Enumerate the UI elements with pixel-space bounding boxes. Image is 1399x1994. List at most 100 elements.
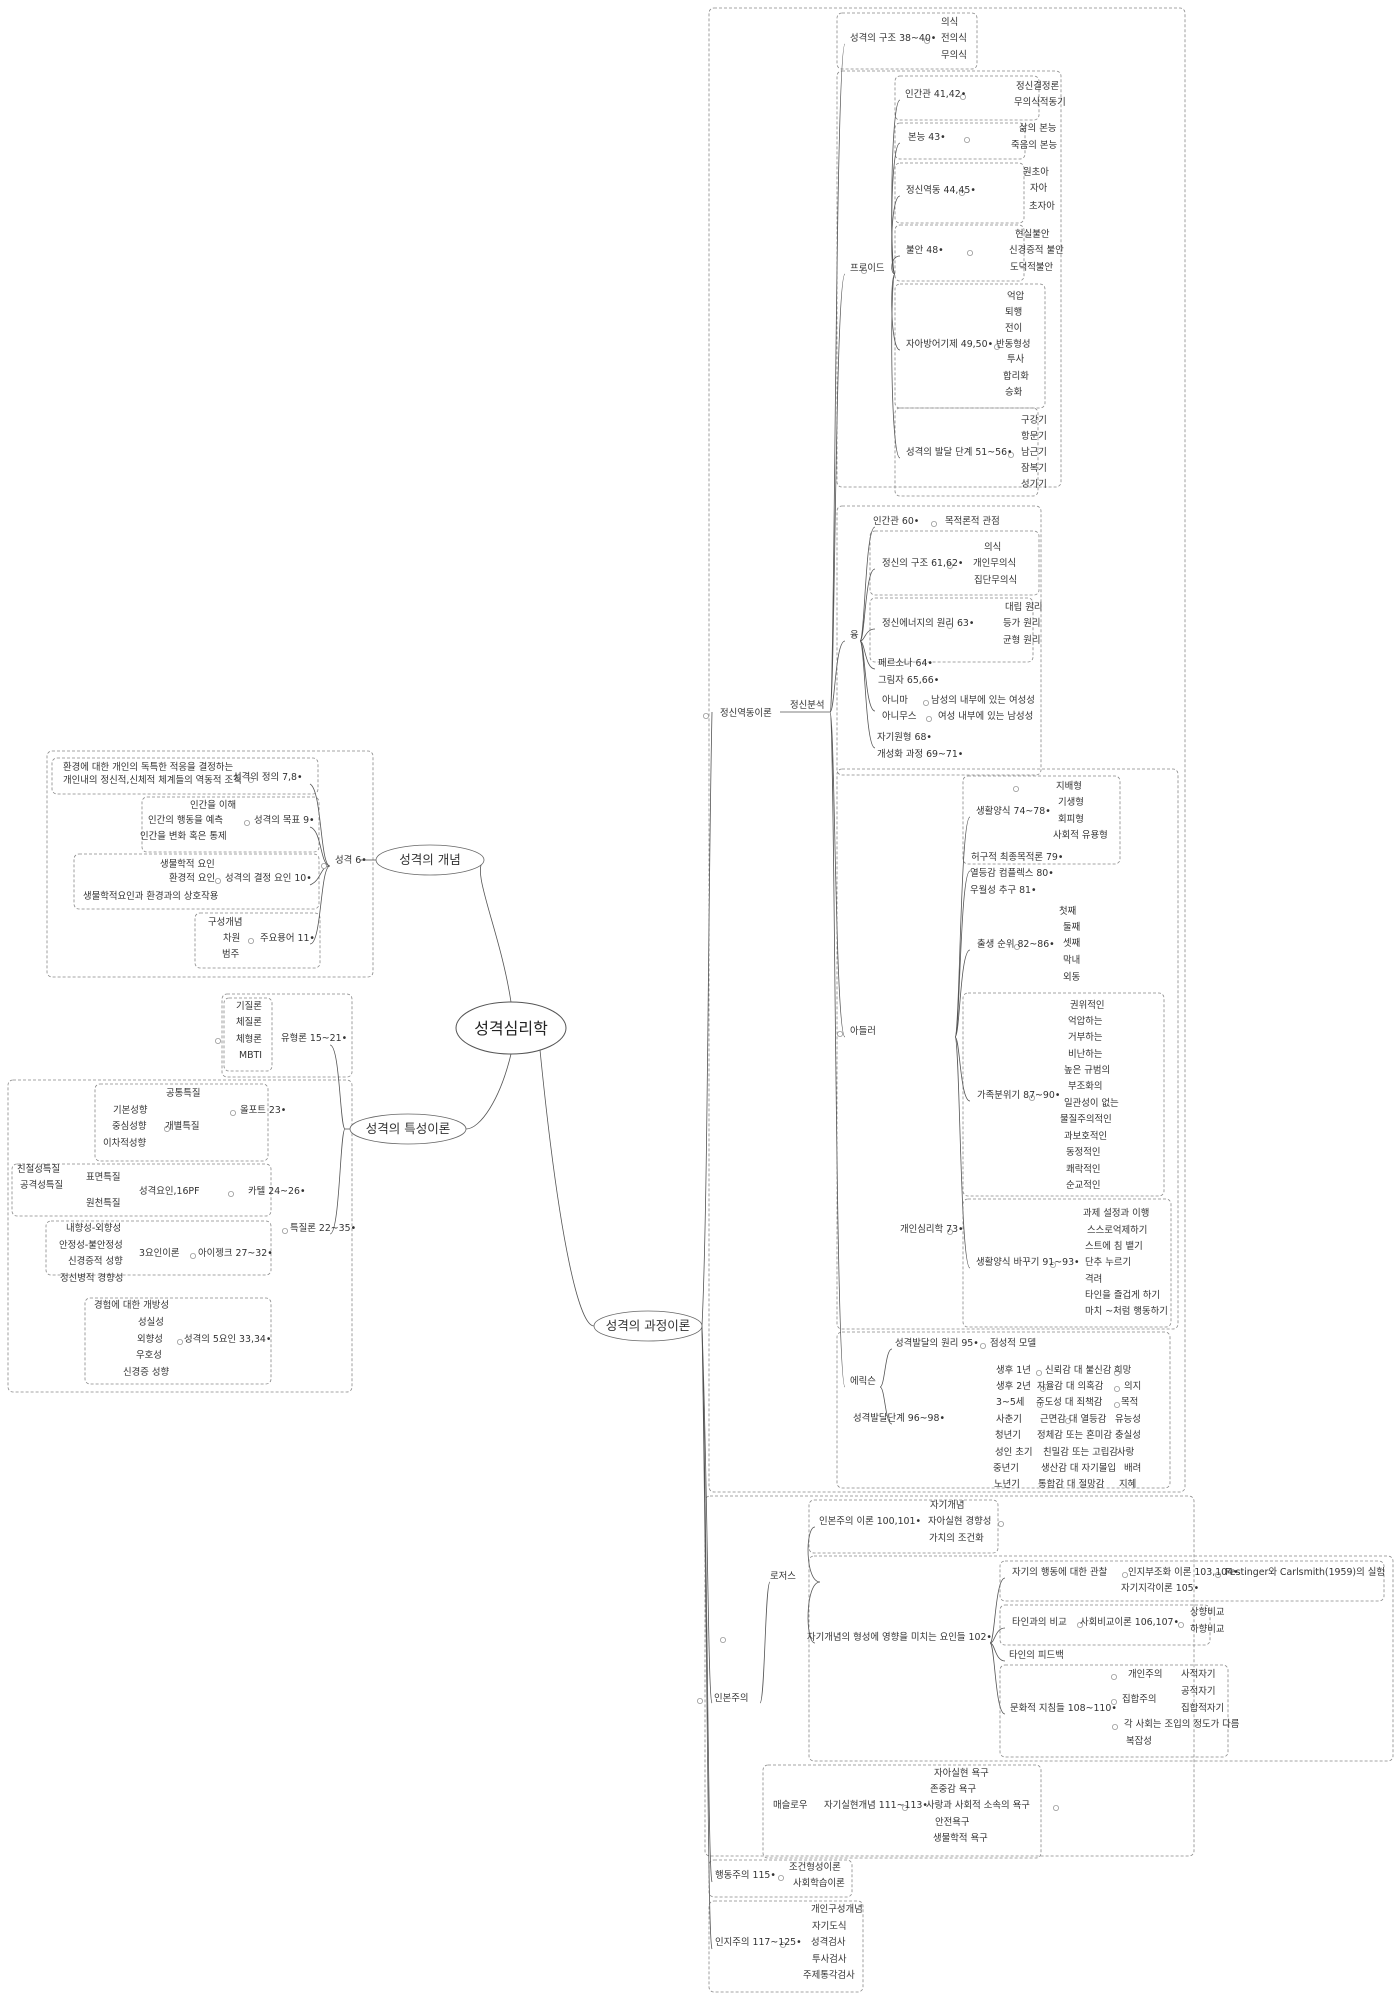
node-label[interactable]: 성격의 구조 38~40• — [850, 32, 936, 44]
node-label[interactable]: 유능성 — [1115, 1414, 1141, 1425]
node-label[interactable]: 정신분석 — [790, 700, 825, 711]
node-label[interactable]: 개성화 과정 69~71• — [877, 749, 963, 760]
node-label[interactable]: 정신결정론 — [1016, 81, 1060, 92]
node-label[interactable]: 매슬로우 — [773, 1800, 808, 1811]
node-label[interactable]: 에릭슨 — [850, 1375, 876, 1387]
node-label[interactable]: 아이젱크 27~32• — [198, 1248, 273, 1259]
node-label[interactable]: 격려 — [1085, 1273, 1102, 1285]
node-label[interactable]: 성격요인,16PF — [139, 1185, 199, 1197]
node-label[interactable]: 지혜 — [1119, 1478, 1136, 1490]
node-label[interactable]: 부조화의 — [1068, 1081, 1103, 1092]
collapse-toggle[interactable] — [1077, 1622, 1084, 1629]
node-label[interactable]: 정신역동 44,45• — [906, 185, 976, 196]
node-label[interactable]: 타인과의 비교 — [1012, 1617, 1067, 1628]
node-label[interactable]: 불안 48• — [906, 245, 944, 256]
node-label[interactable]: 주제통각검사 — [803, 1969, 855, 1981]
node-label[interactable]: 사랑과 사회적 소속의 욕구 — [926, 1799, 1030, 1811]
node-label[interactable]: 체질론 — [236, 1016, 262, 1028]
collapse-toggle[interactable] — [994, 343, 1001, 350]
node-label[interactable]: 그림자 65,66• — [878, 674, 939, 686]
node-label[interactable]: 이차적성향 — [103, 1137, 147, 1149]
node-label[interactable]: 특질론 22~35• — [290, 1222, 356, 1234]
node-label[interactable]: 사회비교이론 106,107• — [1080, 1617, 1179, 1628]
node-label[interactable]: 조건형성이론 — [789, 1862, 841, 1873]
collapse-toggle[interactable] — [1111, 1674, 1118, 1681]
node-label[interactable]: 스트에 침 뱉기 — [1085, 1241, 1143, 1252]
node-label[interactable]: 인본주의 — [714, 1693, 749, 1704]
node-label[interactable]: 외향성 — [137, 1333, 163, 1345]
node-label[interactable]: 안전욕구 — [935, 1817, 970, 1828]
node-label[interactable]: 근면감 대 열등감 — [1040, 1413, 1107, 1425]
node-label[interactable]: 목적 — [1121, 1396, 1138, 1408]
node-label[interactable]: 마치 ~처럼 행동하기 — [1085, 1305, 1168, 1317]
collapse-toggle[interactable] — [281, 1228, 288, 1235]
collapse-toggle[interactable] — [1013, 786, 1020, 793]
collapse-toggle[interactable] — [163, 1126, 170, 1133]
node-label[interactable]: 개인심리학 73• — [900, 1224, 964, 1235]
node-label[interactable]: 주요용어 11• — [260, 933, 315, 944]
node-label[interactable]: 생물학적요인과 환경과의 상호작용 — [83, 890, 219, 902]
node-label[interactable]: 우월성 추구 81• — [970, 884, 1037, 896]
node-label[interactable]: 정신병적 경향성 — [60, 1272, 123, 1284]
node-label[interactable]: 존중감 욕구 — [930, 1783, 976, 1795]
node-label[interactable]: 비난하는 — [1068, 1049, 1103, 1060]
collapse-toggle[interactable] — [780, 1942, 787, 1949]
node-label[interactable]: 아니무스 — [882, 711, 917, 722]
collapse-toggle[interactable] — [1014, 944, 1021, 951]
node-label[interactable]: 합리화 — [1003, 371, 1029, 382]
node-label[interactable]: 개인무의식 — [973, 558, 1016, 569]
node-label[interactable]: 과제 설정과 이행 — [1083, 1207, 1149, 1219]
node-label[interactable]: 자기실현개념 111~113• — [824, 1800, 928, 1811]
node-label[interactable]: 생후 1년 — [996, 1365, 1031, 1376]
node-label[interactable]: 공통특질 — [166, 1087, 201, 1099]
node-label[interactable]: 신경증적 성향 — [68, 1255, 123, 1267]
node-label[interactable]: 과보호적인 — [1064, 1130, 1107, 1142]
node-label[interactable]: 생활양식 74~78• — [976, 805, 1051, 817]
node-label[interactable]: 삶의 본능 — [1019, 123, 1057, 134]
node-label[interactable]: 인간관 60• — [873, 516, 919, 527]
node-label[interactable]: 대립 원리 — [1005, 601, 1042, 613]
collapse-toggle[interactable] — [980, 1343, 987, 1350]
node-label[interactable]: 중심성향 — [112, 1120, 147, 1132]
node-label[interactable]: 청년기 — [995, 1430, 1021, 1441]
collapse-toggle[interactable] — [703, 713, 710, 720]
node-label[interactable]: 자아 — [1030, 183, 1048, 194]
collapse-toggle[interactable] — [959, 189, 966, 196]
node-label[interactable]: 무의식 — [941, 50, 967, 61]
node-label[interactable]: 출생 순위 82~86• — [977, 939, 1055, 950]
collapse-toggle[interactable] — [1112, 1724, 1119, 1731]
node-label[interactable]: 등가 원리 — [1003, 618, 1040, 629]
node-label[interactable]: 기질론 — [236, 1000, 262, 1012]
collapse-toggle[interactable] — [923, 700, 930, 707]
node-label[interactable]: 원초아 — [1023, 167, 1049, 178]
node-label[interactable]: 허구적 최종목적론 79• — [971, 851, 1063, 863]
node-label[interactable]: 현실불안 — [1015, 229, 1050, 240]
node-label[interactable]: 복잡성 — [1126, 1735, 1152, 1747]
node-label[interactable]: 신경증적 불안 — [1009, 244, 1064, 256]
node-label[interactable]: 생후 2년 — [996, 1381, 1031, 1392]
node-label[interactable]: 항문기 — [1021, 431, 1047, 442]
collapse-toggle[interactable] — [998, 1521, 1005, 1528]
node-label[interactable]: 여성 내부에 있는 남성성 — [938, 710, 1033, 722]
node-label[interactable]: 환경적 요인 — [169, 872, 215, 884]
node-label[interactable]: 점성적 모델 — [990, 1337, 1036, 1349]
node-label[interactable]: 의식 — [941, 17, 958, 28]
node-label[interactable]: 정신에너지의 원리 63• — [882, 618, 974, 629]
node-label[interactable]: 친밀감 또는 고립감 — [1043, 1446, 1118, 1458]
node-label[interactable]: 동정적인 — [1066, 1146, 1101, 1158]
collapse-toggle[interactable] — [1178, 1622, 1185, 1629]
node-label[interactable]: 타인의 피드백 — [1009, 1650, 1064, 1661]
node-label[interactable]: 자기원형 68• — [877, 732, 932, 743]
node-label[interactable]: 공격성특질 — [20, 1179, 63, 1191]
node-label[interactable]: 정체감 또는 혼미감 — [1037, 1429, 1112, 1441]
node-label[interactable]: 도덕적불안 — [1010, 261, 1054, 273]
collapse-toggle[interactable] — [229, 1110, 236, 1117]
node-label[interactable]: 개인내의 정신적,신체적 체계들의 역동적 조직 — [63, 774, 242, 786]
collapse-toggle[interactable] — [1111, 1699, 1118, 1706]
node-label[interactable]: 초자아 — [1029, 201, 1055, 212]
node-label[interactable]: 사회학습이론 — [793, 1878, 845, 1889]
node-label[interactable]: 성격의 결정 요인 10• — [225, 872, 312, 884]
node-label[interactable]: 집단무의식 — [974, 574, 1017, 586]
node-label[interactable]: 성격의 목표 9• — [254, 814, 315, 826]
collapse-toggle[interactable] — [964, 136, 971, 143]
